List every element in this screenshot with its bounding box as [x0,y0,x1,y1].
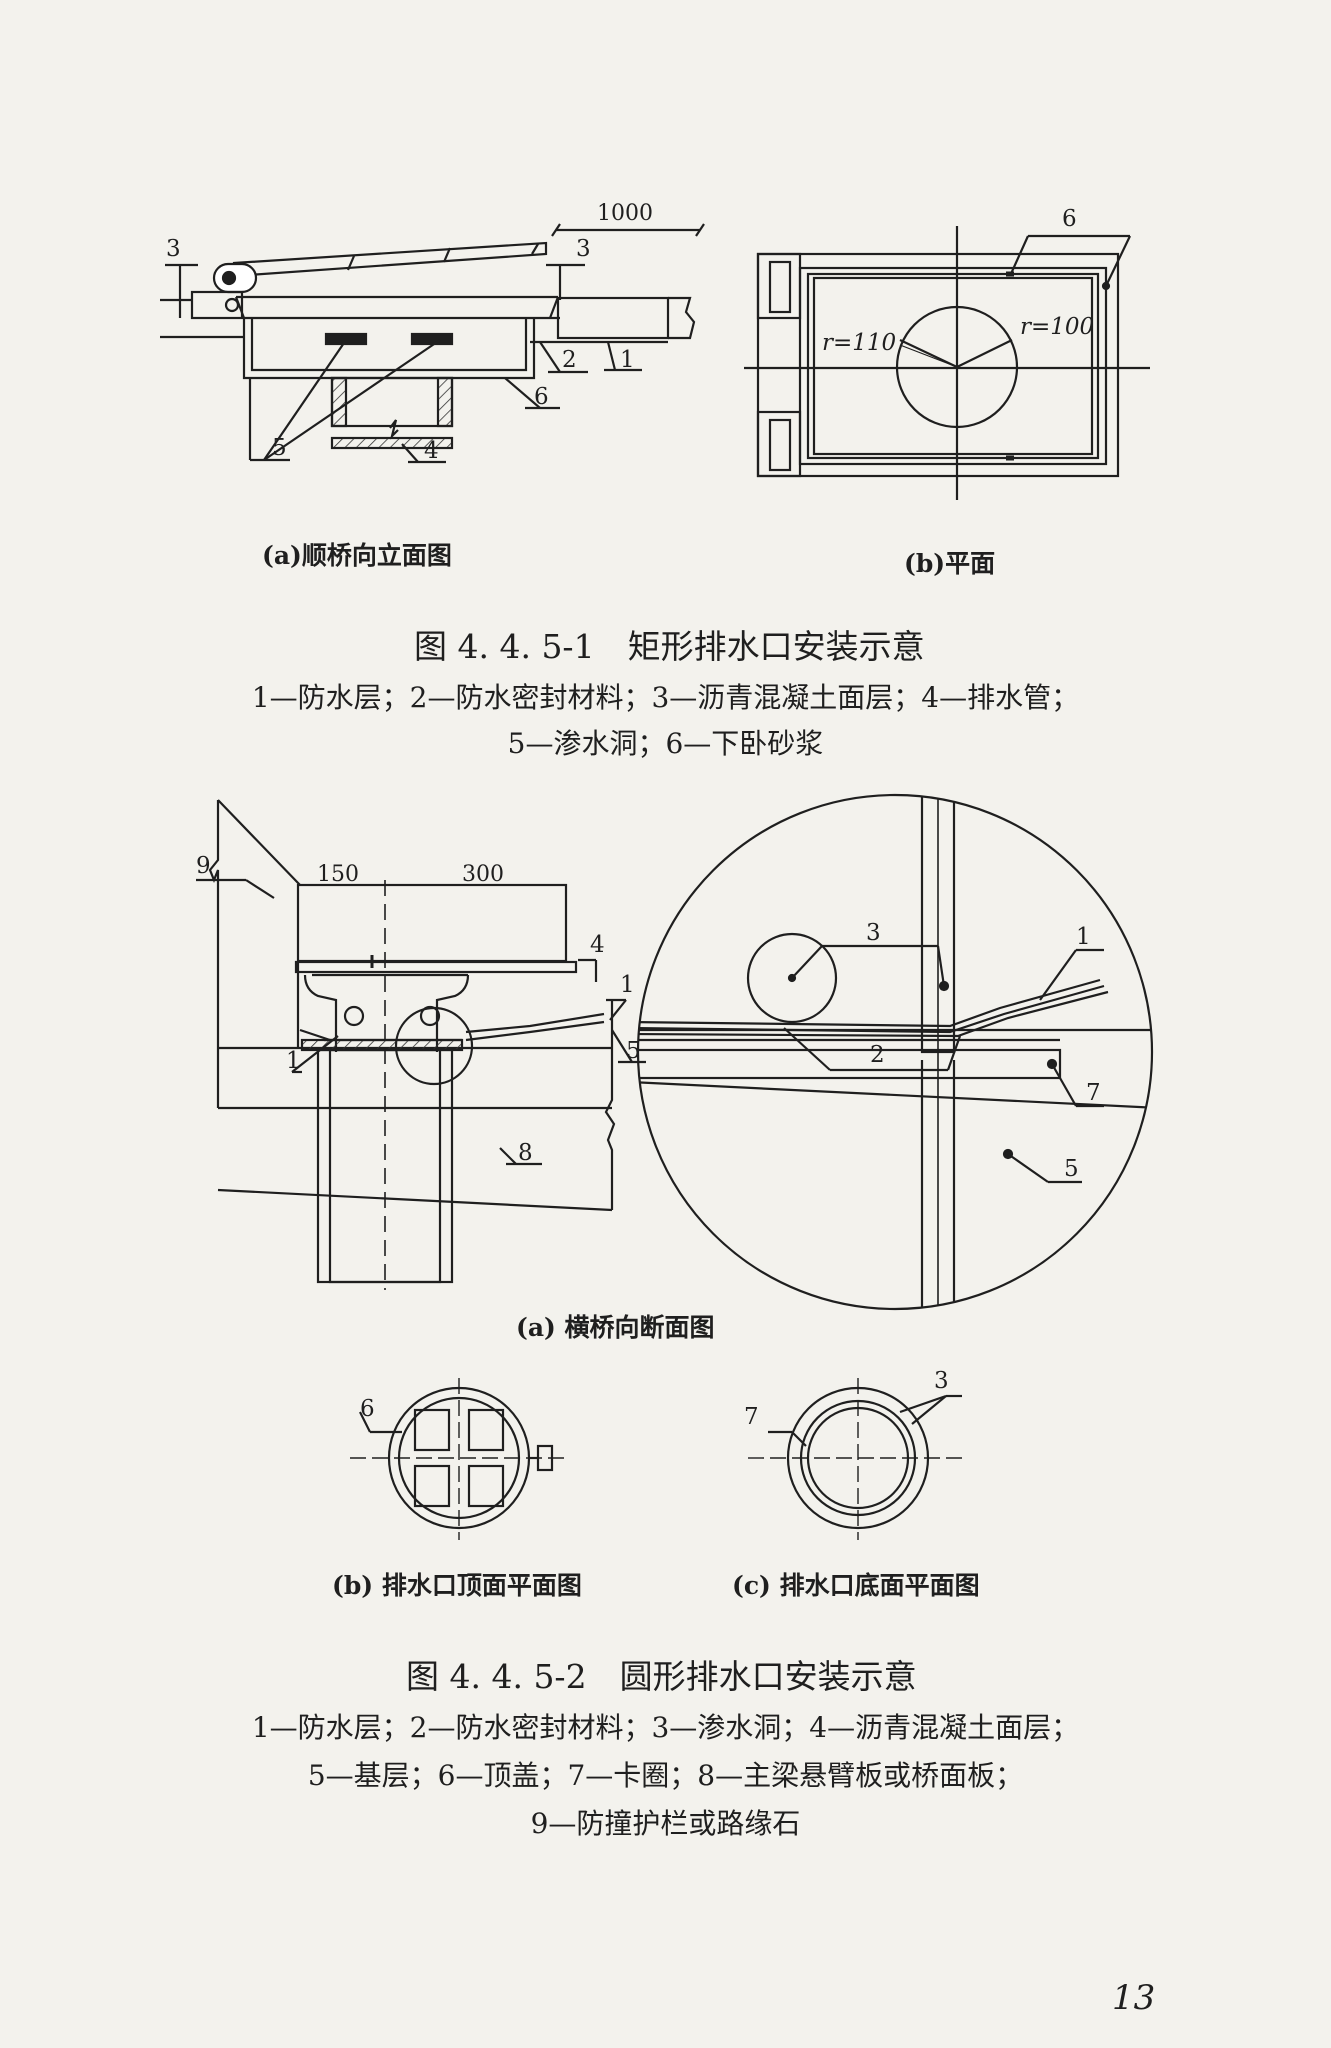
figure-2-title: 图 4. 4. 5-2 圆形排水口安装示意 [406,1657,917,1696]
fig2a-dimension-300: 300 [462,862,504,887]
figure-2-legend-line-1: 1—防水层；2—防水密封材料；3—渗水洞；4—沥青混凝土面层； [251,1711,1080,1744]
fig1a-label-3-left: 3 [166,236,181,262]
fig2c-bottom-plan-drawing [748,1378,966,1540]
fig2c-label-7: 7 [744,1404,759,1430]
fig2b-top-plan-drawing [350,1378,570,1540]
detail-label-5: 5 [1064,1156,1079,1182]
fig1a-dimension-1000: 1000 [597,201,653,226]
fig2a-label-4: 4 [590,932,605,958]
fig2a-labels: 150 300 9 4 1 5 1 8 [196,853,641,1166]
fig1a-label-5: 5 [272,435,287,461]
fig2c-caption: (c) 排水口底面平面图 [732,1571,980,1600]
page-number: 13 [1112,1978,1156,2018]
figure-2-legend-line-2: 5—基层；6—顶盖；7—卡圈；8—主梁悬臂板或桥面板； [307,1759,1024,1792]
fig1b-radius-110: r=110 [822,330,896,356]
fig1a-labels: 1000 3 3 2 1 6 5 4 [166,201,653,464]
fig1b-caption: (b)平面 [904,549,996,578]
fig2-detail-drawing [636,793,1154,1311]
fig2a-label-1-left: 1 [286,1048,301,1074]
figure-1-legend-line-2: 5—渗水洞；6—下卧砂浆 [507,727,824,760]
fig1b-label-6: 6 [1062,206,1077,232]
fig2b-caption: (b) 排水口顶面平面图 [332,1571,582,1600]
fig2-detail-labels: 3 1 2 7 5 [866,920,1101,1182]
fig2b-label-6: 6 [360,1396,375,1422]
detail-label-3: 3 [866,920,881,946]
fig1b-plan-drawing [744,226,1150,500]
fig1b-radius-100: r=100 [1020,314,1094,340]
figure-2-legend-line-3: 9—防撞护栏或路缘石 [530,1807,801,1840]
fig2a-label-9: 9 [196,853,211,879]
fig2a-label-8: 8 [518,1140,533,1166]
fig2a-dimension-150: 150 [317,862,359,887]
fig1a-caption: (a)顺桥向立面图 [262,541,452,570]
fig2c-label-3: 3 [934,1368,949,1394]
fig1a-label-4: 4 [424,438,439,464]
fig1a-label-6: 6 [534,384,549,410]
fig1a-label-3-right: 3 [576,236,591,262]
detail-label-2: 2 [870,1042,885,1068]
fig2a-section-drawing [196,799,646,1290]
fig1b-labels: 6 r=110 r=100 [822,206,1094,356]
fig1a-elevation-drawing [160,223,705,464]
detail-label-1: 1 [1076,924,1091,950]
fig1a-label-1: 1 [620,347,635,373]
figure-1-title: 图 4. 4. 5-1 矩形排水口安装示意 [414,627,925,666]
figure-1-legend-line-1: 1—防水层；2—防水密封材料；3—沥青混凝土面层；4—排水管； [251,681,1080,714]
fig2a-caption: (a) 横桥向断面图 [516,1313,715,1342]
detail-label-7: 7 [1086,1080,1101,1106]
fig2a-label-1-right: 1 [620,972,635,998]
fig1a-label-2: 2 [562,347,577,373]
